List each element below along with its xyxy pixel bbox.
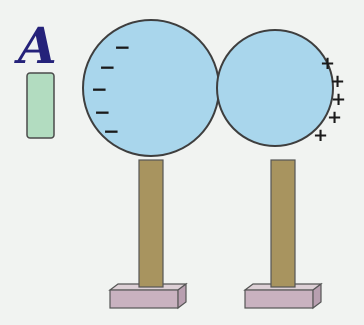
right-stand-pole [271,160,295,287]
left-stand [110,160,186,308]
negative-charge: − [99,55,116,79]
negative-charge: − [103,119,120,143]
negative-charge: − [114,35,131,59]
right-stand [245,160,321,308]
charged-rod [27,73,54,138]
positive-charge: + [313,125,328,146]
label-a: A [14,16,57,75]
negative-charge: − [91,77,108,101]
left-stand-base [110,284,186,308]
left-stand-pole [139,160,163,287]
positive-charge: + [327,107,342,128]
right-stand-base [245,284,321,308]
